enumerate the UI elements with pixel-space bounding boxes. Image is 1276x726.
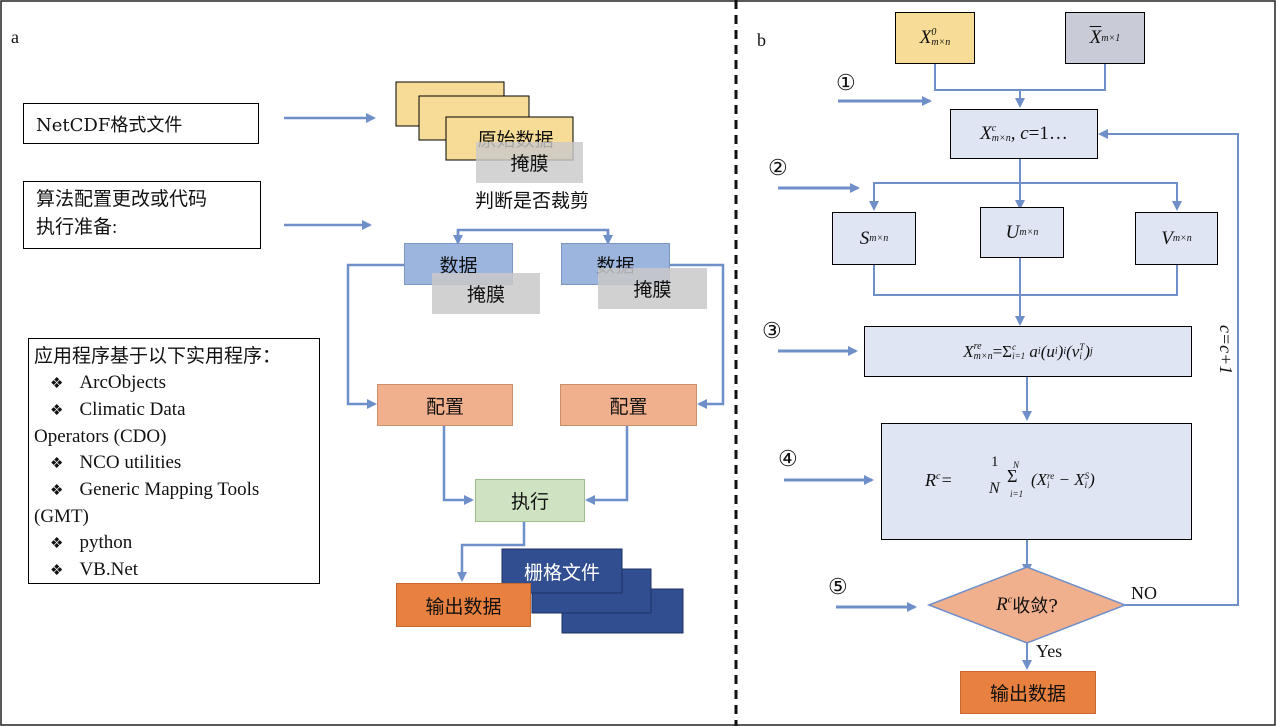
- r-sum-sup: N: [1013, 460, 1020, 470]
- judge-crop-label: 判断是否裁剪: [474, 189, 589, 212]
- output-data-right: 输出数据: [960, 671, 1096, 714]
- utilities-title: 应用程序基于以下实用程序：: [34, 346, 282, 367]
- bullet-icon: ❖: [50, 483, 64, 499]
- panel-b-step-arrows: [778, 96, 932, 612]
- utility-item: ❖ VB.Net: [34, 557, 319, 584]
- r-fraction-num: 1: [991, 454, 999, 470]
- utility-label: Climatic Data: [79, 399, 186, 420]
- netcdf-box: NetCDF格式文件: [23, 103, 259, 144]
- mask-top: 掩膜: [476, 142, 583, 183]
- r-fraction-den: N: [989, 480, 1000, 497]
- utility-item: (GMT): [34, 504, 319, 530]
- utility-label: Generic Mapping Tools: [79, 479, 260, 500]
- yes-label: Yes: [1036, 641, 1063, 661]
- config-note-box: 算法配置更改或代码 执行准备:: [23, 181, 261, 249]
- converge-diamond: [926, 566, 1128, 644]
- sum-sub: i=1: [1012, 350, 1026, 361]
- execute-box: 执行: [475, 479, 585, 522]
- utility-label: Operators (CDO): [34, 426, 167, 447]
- configure-right: 配置: [560, 384, 697, 426]
- utility-item: ❖ NCO utilities: [34, 450, 319, 477]
- bullet-icon: ❖: [50, 376, 64, 392]
- raster-file-label: 栅格文件: [523, 561, 600, 584]
- mask-left: 掩膜: [432, 273, 540, 314]
- utility-item: ❖ ArcObjects: [34, 370, 319, 397]
- sum-sup: c: [1012, 341, 1017, 352]
- config-note-line1: 算法配置更改或代码: [36, 189, 208, 210]
- step-4: ④: [778, 446, 798, 471]
- utility-item: ❖ Generic Mapping Tools: [34, 477, 319, 504]
- panel-a-label: a: [11, 27, 19, 47]
- utility-label: ArcObjects: [79, 372, 166, 393]
- utility-label: python: [79, 532, 133, 553]
- bullet-icon: ❖: [50, 563, 64, 579]
- utility-label: (GMT): [34, 506, 89, 527]
- configure-left: 配置: [377, 384, 513, 426]
- utility-item: ❖ Climatic Data: [34, 397, 319, 424]
- panel-b-label: b: [757, 30, 766, 50]
- utility-label: VB.Net: [79, 559, 139, 580]
- bullet-icon: ❖: [50, 536, 64, 552]
- utility-label: NCO utilities: [79, 452, 182, 473]
- r-sum-sub: i=1: [1010, 489, 1024, 499]
- loop-label: c=c+1: [1216, 325, 1236, 375]
- converge-text: 收敛?: [1012, 596, 1058, 617]
- c-range: =1…: [1028, 123, 1068, 144]
- step-3: ③: [762, 318, 782, 343]
- equals-sign: =: [992, 341, 1003, 361]
- step-5: ⑤: [828, 574, 848, 599]
- utility-item: ❖ python: [34, 530, 319, 557]
- config-note-line2: 执行准备:: [36, 217, 118, 238]
- panel-b-connectors: [869, 64, 1239, 670]
- r-symbol: Rc=: [925, 470, 953, 490]
- utilities-box: 应用程序基于以下实用程序： ❖ ArcObjects ❖ Climatic Data…: [28, 338, 320, 584]
- output-data-left: 输出数据: [396, 583, 531, 627]
- r-sum-symbol: Σ: [1007, 466, 1018, 486]
- panel-a-connectors: [284, 113, 725, 582]
- no-label: NO: [1131, 583, 1157, 603]
- step-2: ②: [768, 155, 788, 180]
- r-formula-box: [881, 423, 1192, 540]
- bullet-icon: ❖: [50, 403, 64, 419]
- mask-right: 掩膜: [598, 268, 707, 309]
- sum-symbol: Σ: [1002, 341, 1013, 361]
- step-1: ①: [836, 70, 856, 95]
- utility-item: Operators (CDO): [34, 424, 319, 450]
- bullet-icon: ❖: [50, 456, 64, 472]
